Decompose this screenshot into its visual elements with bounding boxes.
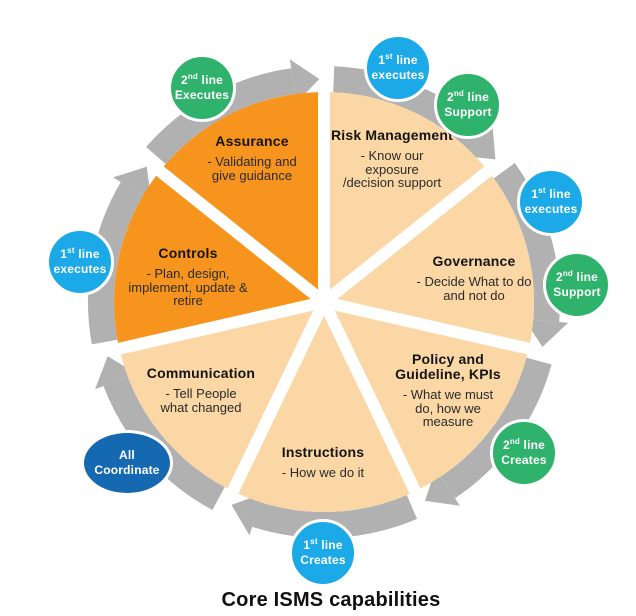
badge-2nd-line-creates: 2nd line Creates [490,419,558,487]
badge-all-coordinate: All Coordinate [81,430,173,496]
badge-2nd-line-executes: 2nd line Executes [168,54,236,122]
wedge-assurance [163,92,318,290]
badge-line1: 1st line [378,52,418,68]
wedge-communication [120,310,314,489]
badge-line1: 1st line [303,537,343,553]
badge-line1: 2nd line [502,437,546,453]
flow-arrowhead [95,356,137,390]
flow-arrowhead [524,319,569,348]
badge-line2: Executes [174,88,230,102]
flow-arrowhead [113,166,151,200]
badge-2nd-line-support-right: 2nd line Support [543,251,611,319]
badge-1st-line-executes-right: 1st line executes [517,168,585,236]
wedge-controls [113,175,311,343]
badge-1st-line-creates: 1st line Creates [289,519,357,587]
badge-line2: Coordinate [94,463,160,477]
badge-line2: Support [553,285,601,299]
badge-line2: executes [53,262,107,276]
badge-line2: Creates [300,553,346,567]
flow-arrowhead [231,493,263,536]
badge-1st-line-executes-top: 1st line executes [364,34,432,102]
badge-1st-line-executes-left: 1st line executes [46,228,114,296]
wedge-governance [337,175,535,343]
badge-line2: Support [444,105,492,119]
badge-line1: 1st line [60,246,100,262]
badge-line1: All [119,448,135,462]
badge-line1: 1st line [531,186,571,202]
badge-line2: executes [371,68,425,82]
diagram-title: Core ISMS capabilities [221,589,441,611]
badge-line2: Creates [501,453,547,467]
wedge-risk-management [330,92,485,290]
badge-line1: 2nd line [555,269,599,285]
badge-line2: executes [524,202,578,216]
badge-line1: 2nd line [446,89,490,105]
badge-2nd-line-support-upper: 2nd line Support [434,71,502,139]
wedge-policy-and [334,310,528,489]
wedge-instructions [238,315,410,512]
badge-line1: 2nd line [180,72,224,88]
flow-arrowhead [289,59,320,103]
